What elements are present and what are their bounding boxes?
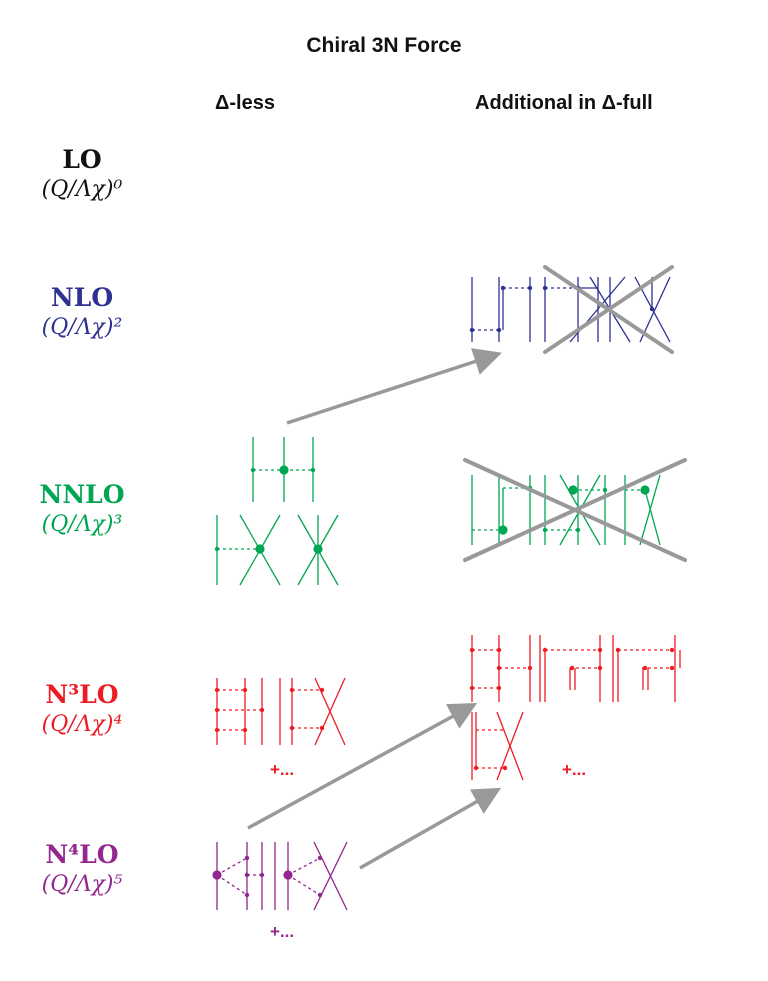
arrow-n4lo-to-n3lo-second: [359, 787, 502, 870]
order-lo-name: LO: [62, 145, 102, 174]
order-n4lo-expansion: (Q/Λχ)⁵: [41, 872, 123, 897]
n3lo-delta-full-diagrams: [471, 635, 681, 781]
order-n4lo-name: N⁴LO: [45, 840, 119, 869]
nlo-vertices: [469, 285, 655, 333]
order-shift-arrows: [247, 348, 502, 870]
arrow-n4lo-to-n3lo: [247, 702, 478, 830]
order-lo-expansion: (Q/Λχ)⁰: [41, 177, 123, 202]
n3lo-delta-full-vertices: [469, 647, 675, 771]
n4lo-delta-less-diagrams: [216, 841, 348, 911]
column-heading-delta-less: Δ-less: [215, 92, 275, 114]
order-nnlo-expansion: (Q/Λχ)³: [41, 512, 123, 537]
nnlo-delta-less-diagrams: [216, 437, 339, 586]
order-nlo-name: NLO: [50, 283, 114, 312]
order-n3lo-name: N³LO: [45, 680, 119, 709]
n3lo-delta-less-diagrams: [216, 677, 346, 746]
n3lo-left-more-terms: +...: [270, 760, 295, 779]
n4lo-left-more-terms: +...: [270, 922, 295, 941]
n4lo-delta-less-vertices: [212, 855, 323, 898]
column-heading-delta-full: Additional in Δ-full: [475, 92, 653, 114]
nnlo-delta-less-vertices: [214, 465, 323, 554]
order-nlo: NLO (Q/Λχ)²: [12, 283, 152, 343]
nlo-crossed-out-marks: [543, 265, 674, 354]
order-n4lo: N⁴LO (Q/Λχ)⁵: [12, 840, 152, 900]
n3lo-right-more-terms: +...: [562, 760, 587, 779]
order-nnlo: NNLO (Q/Λχ)³: [12, 480, 152, 540]
nnlo-crossed-out-marks: [463, 458, 687, 562]
order-n3lo: N³LO (Q/Λχ)⁴: [12, 680, 152, 740]
order-nnlo-name: NNLO: [39, 480, 125, 509]
arrow-nnlo-to-nlo: [286, 348, 502, 425]
order-nlo-expansion: (Q/Λχ)²: [41, 315, 123, 340]
order-n3lo-expansion: (Q/Λχ)⁴: [41, 712, 123, 737]
diagram-title: Chiral 3N Force: [306, 34, 462, 57]
n3lo-delta-less-vertices: [214, 687, 325, 733]
order-lo: LO (Q/Λχ)⁰: [12, 145, 152, 205]
